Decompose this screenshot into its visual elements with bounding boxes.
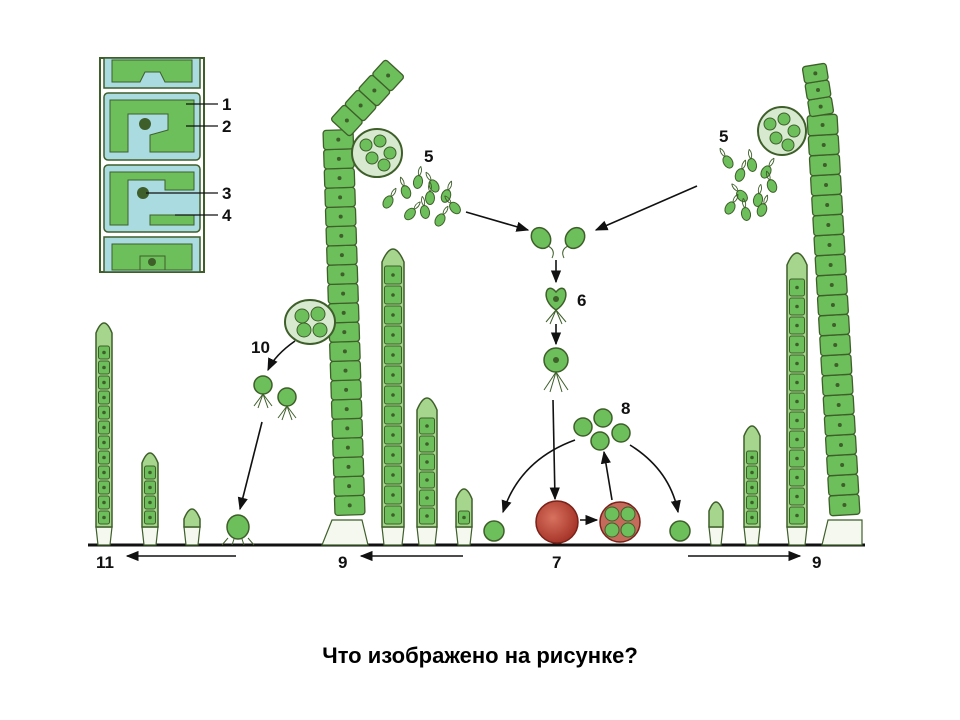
label-6: 6 <box>577 291 586 310</box>
label-7: 7 <box>552 553 561 572</box>
filament-right-mid <box>786 252 808 546</box>
gamete-left-5 <box>404 201 421 221</box>
filament-mid <box>381 248 405 546</box>
fusing-gametes <box>530 226 586 259</box>
filament-big-right-tip <box>801 62 835 118</box>
gamete-right-2 <box>746 148 758 172</box>
inset-cells <box>103 57 201 273</box>
gamete-right-6 <box>731 183 748 203</box>
gamete-left-9 <box>425 181 435 205</box>
settled-spores <box>221 514 691 546</box>
gamete-left-3 <box>425 171 440 193</box>
gamete-left-6 <box>419 195 431 219</box>
filaments-group <box>95 59 863 546</box>
gamete-right-5 <box>752 183 764 207</box>
label-10: 10 <box>251 338 270 357</box>
gamete-right-0 <box>719 147 734 169</box>
filament-mid-small <box>416 397 438 546</box>
released-zoospores-10 <box>253 375 297 421</box>
filament-right-small <box>743 425 761 546</box>
label-5-right: 5 <box>719 127 728 146</box>
holdfast-big-right <box>821 519 863 546</box>
resting-zygote <box>535 500 579 544</box>
zygote-flagellate <box>543 347 569 393</box>
gamete-left-2 <box>412 165 424 189</box>
gamete-right-8 <box>740 197 752 221</box>
zoosporangium-lower <box>284 299 336 345</box>
gamete-right-7 <box>724 193 739 215</box>
label-5-left: 5 <box>424 147 433 166</box>
gamete-left-8 <box>444 195 461 215</box>
label-1: 1 <box>222 95 231 114</box>
gamete-left-7 <box>434 205 449 227</box>
question-caption: Что изображено на рисунке? <box>322 643 638 668</box>
label-3: 3 <box>222 184 231 203</box>
cycle-arrows <box>125 185 802 562</box>
filament-inset <box>99 57 218 273</box>
germinating-zygote <box>599 501 641 543</box>
motile-cells-group <box>382 147 778 227</box>
planozygote <box>545 287 567 325</box>
filament-big-right <box>806 113 861 517</box>
label-2: 2 <box>222 117 231 136</box>
filament-right-tiny <box>708 501 724 546</box>
label-11: 11 <box>96 553 114 572</box>
filament-tiny <box>455 488 473 546</box>
holdfast-big-left <box>321 519 369 546</box>
zoosporangium-right <box>757 106 807 156</box>
label-9-right: 9 <box>812 553 821 572</box>
gamete-right-4 <box>765 170 778 193</box>
label-8: 8 <box>621 399 630 418</box>
zoosporangium-left <box>351 128 403 178</box>
filament-small-1 <box>141 452 159 546</box>
filament-big-left-tip <box>331 59 404 137</box>
gamete-left-4 <box>440 180 453 203</box>
label-4: 4 <box>222 206 232 225</box>
label-9-left: 9 <box>338 553 347 572</box>
gamete-right-3 <box>760 157 775 179</box>
zoospores-cluster-8 <box>573 408 631 451</box>
gamete-right-9 <box>756 194 769 217</box>
filament-big-left <box>322 128 366 517</box>
filament-far-left <box>95 322 113 546</box>
gamete-left-1 <box>399 176 412 199</box>
gamete-right-1 <box>734 159 747 182</box>
filament-small-2 <box>183 508 201 546</box>
gamete-left-0 <box>382 187 397 209</box>
